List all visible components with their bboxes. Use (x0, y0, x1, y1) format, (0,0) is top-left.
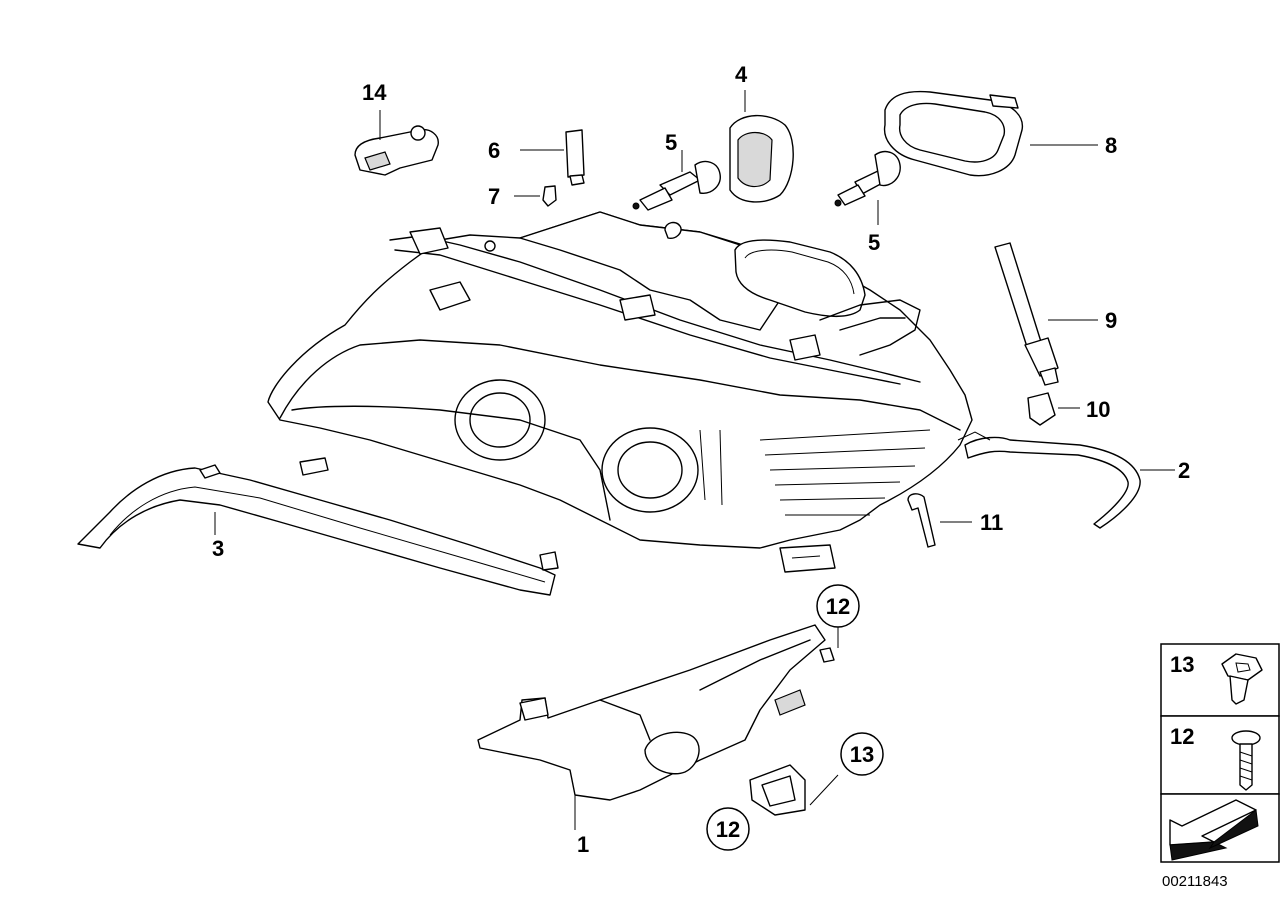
callout-12-bottom: 12 (706, 807, 750, 851)
diagram-code: 00211843 (1162, 873, 1228, 890)
callout-4: 4 (735, 62, 748, 87)
svg-text:13: 13 (850, 742, 874, 767)
screw-icon (1231, 730, 1261, 791)
part-2-seal-strip[interactable] (957, 431, 1175, 529)
legend-label-13: 13 (1170, 652, 1194, 677)
callout-9: 9 (1105, 308, 1117, 333)
legend-box-12 (1160, 715, 1280, 795)
part-9-socket[interactable] (994, 242, 1098, 386)
part-14-bracket-clip[interactable] (354, 110, 439, 176)
part-5-bulb-left[interactable] (632, 150, 721, 211)
nut-icon (1221, 653, 1263, 705)
svg-text:12: 12 (826, 594, 850, 619)
part-5-bulb-right[interactable] (834, 150, 901, 225)
part-11-clip[interactable] (907, 493, 972, 548)
part-1-lower-bracket[interactable] (477, 624, 835, 830)
callout-7: 7 (488, 184, 500, 209)
callout-1: 1 (577, 832, 589, 857)
callout-5-left: 5 (665, 130, 677, 155)
legend-panel: 13 12 (1160, 643, 1280, 863)
direction-arrow-icon (1169, 799, 1259, 861)
projector-lens-left (454, 379, 546, 461)
callout-2: 2 (1178, 458, 1190, 483)
callout-3: 3 (212, 536, 224, 561)
callout-12-top: 12 (816, 584, 860, 628)
part-3-trim-strip[interactable] (77, 457, 559, 596)
leader-13 (809, 774, 839, 806)
callout-6: 6 (488, 138, 500, 163)
part-7-small-bulb[interactable] (514, 185, 557, 207)
callout-14: 14 (362, 80, 387, 105)
callout-5-right: 5 (868, 230, 880, 255)
projector-lens-right (601, 427, 699, 513)
callout-8: 8 (1105, 133, 1117, 158)
legend-box-13 (1160, 643, 1280, 717)
svg-text:12: 12 (716, 817, 740, 842)
legend-label-12: 12 (1170, 724, 1194, 749)
part-4-bulb-cap[interactable] (729, 90, 794, 203)
callout-13: 13 (840, 732, 884, 776)
callout-10: 10 (1086, 397, 1110, 422)
part-10-bulb[interactable] (1027, 392, 1080, 426)
part-8-cover-frame[interactable] (883, 90, 1098, 177)
part-6-bulb-holder[interactable] (520, 129, 585, 186)
callout-11: 11 (980, 510, 1003, 535)
headlight-housing[interactable] (267, 211, 973, 573)
